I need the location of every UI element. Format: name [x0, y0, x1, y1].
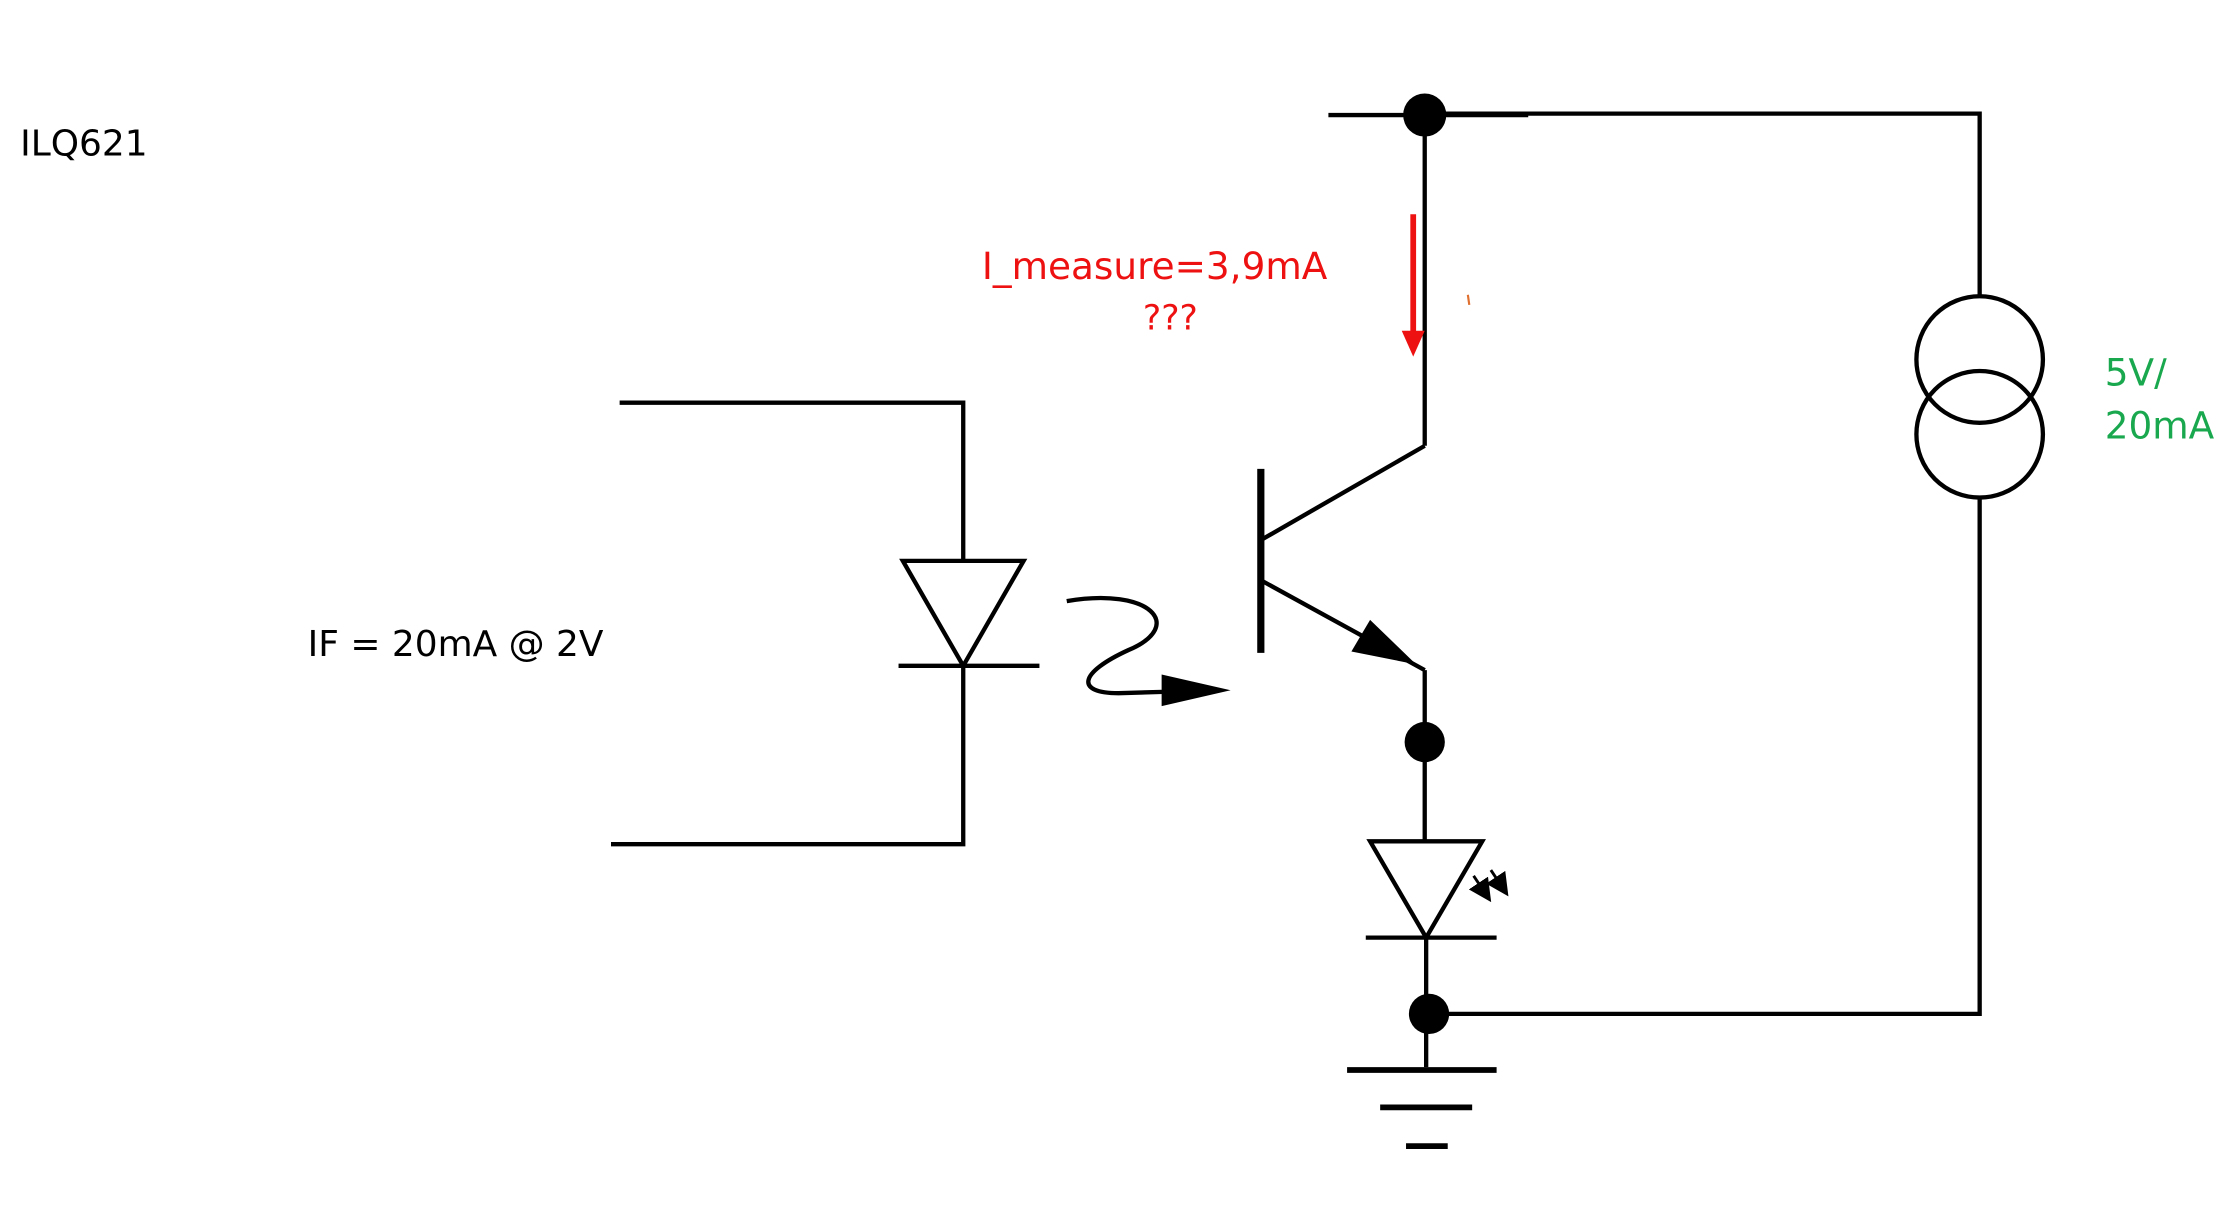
diode-icon: [898, 558, 1040, 671]
current-source-icon: [1914, 294, 2046, 500]
source-voltage-label: 5V/: [2105, 350, 2167, 394]
input-spec-label: IF = 20mA @ 2V: [308, 624, 604, 665]
input-wiring: [611, 400, 966, 847]
collector-wiring: [1328, 111, 1982, 446]
led-icon: [1365, 839, 1509, 942]
npn-transistor-icon: [1257, 443, 1426, 673]
measure-label: I_measure=3,9mA: [982, 244, 1328, 288]
ground-icon: [1347, 1067, 1497, 1150]
light-arrow-icon: [1066, 595, 1231, 707]
source-current-label: 20mA: [2105, 404, 2215, 448]
part-number-label: ILQ621: [20, 123, 147, 164]
measure-question-label: ???: [1143, 298, 1198, 338]
return-wiring: [1429, 496, 1982, 1017]
emitter-junction-dot: [1404, 721, 1445, 763]
top-junction-dot: [1403, 93, 1447, 137]
measure-arrow-icon: [1401, 214, 1425, 357]
stray-mark: [1466, 294, 1471, 306]
